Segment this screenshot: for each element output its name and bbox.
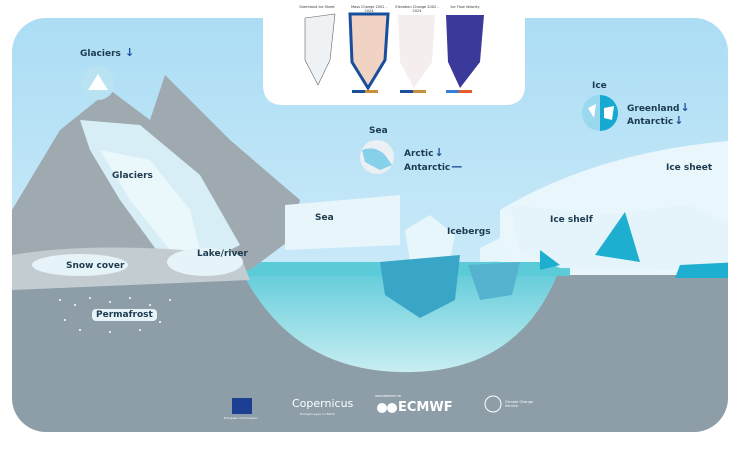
map-title: Mass Change 2002 - 2024: [351, 5, 387, 13]
copernicus-logo: Copernicus: [292, 397, 354, 410]
label-glaciers: Glaciers: [112, 171, 153, 181]
permafrost-dots: [59, 297, 171, 333]
iceberg: [405, 215, 455, 262]
label-lake-river: Lake/river: [197, 249, 248, 259]
map-title: Greenland Ice Sheet: [299, 5, 335, 9]
c3s-logo: Climate Change Service: [505, 400, 533, 408]
trend-down-icon: ↓: [125, 46, 135, 59]
label-ice-shelf: Ice shelf: [550, 215, 593, 225]
label-permafrost: Permafrost: [92, 309, 157, 321]
ecmwf-prefix: IMPLEMENTED BY: [375, 394, 402, 398]
snow-cover-patch: [32, 254, 128, 276]
sea-indicator-title: Sea: [369, 126, 388, 136]
copernicus-tagline: Europe's eyes on Earth: [300, 412, 335, 416]
label-ice-sheet: Ice sheet: [666, 163, 713, 173]
label-icebergs: Icebergs: [447, 227, 491, 237]
lake-patch: [167, 248, 243, 276]
c3s-logo-icon: [484, 395, 502, 413]
iceberg: [480, 238, 512, 262]
map-title: Elevation Change 2002 - 2024: [395, 5, 439, 13]
map-title: Ice Flow Velocity: [450, 5, 480, 9]
eu-flag-icon: [232, 398, 252, 414]
trend-down-icon: ↓: [434, 146, 444, 159]
ecmwf-logo-icon: [377, 403, 397, 413]
map-ice-flow: [446, 15, 484, 88]
label-sea: Sea: [315, 213, 334, 223]
maps-panel: [263, 0, 525, 105]
trend-down-icon: ↓: [674, 114, 684, 127]
ice-row: Antarctic↓: [627, 114, 684, 127]
sea-row: Arctic↓: [404, 146, 444, 159]
ice-indicator-title: Ice: [592, 81, 607, 91]
trend-flat-icon: —: [451, 160, 463, 173]
trend-down-icon: ↓: [680, 101, 690, 114]
ice-row: Greenland↓: [627, 101, 690, 114]
ecmwf-logo: ECMWF: [398, 400, 453, 415]
map-greenland: [304, 13, 336, 86]
sea-ice: [285, 195, 400, 250]
label-snow-cover: Snow cover: [66, 261, 125, 271]
map-mass-change: [348, 12, 390, 91]
glaciers-indicator: Glaciers ↓: [80, 46, 135, 59]
sea-row: Antarctic—: [404, 160, 463, 173]
map-elevation-change: [398, 15, 435, 88]
eu-logo-text: European Commission: [224, 416, 258, 420]
